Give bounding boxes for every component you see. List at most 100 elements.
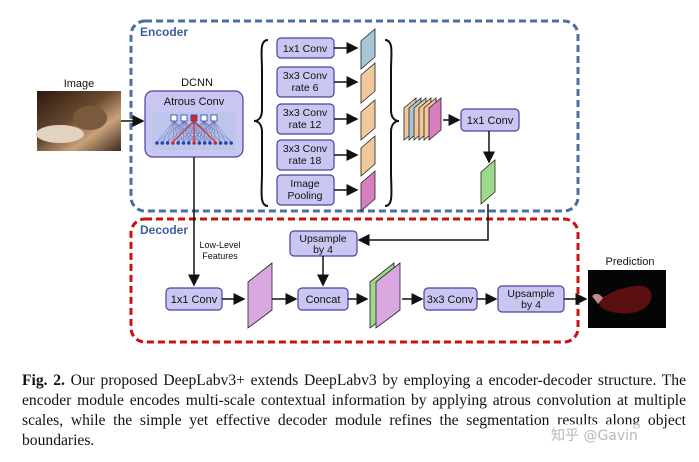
atrous-top-node-3: [200, 114, 208, 122]
branch-block-2: [360, 99, 376, 141]
decoder-frame: [129, 217, 580, 344]
atrous-edge: [167, 120, 175, 143]
atrous-edge: [183, 120, 211, 143]
input-image: [36, 91, 121, 151]
branch-line2-1: rate 6: [292, 82, 319, 94]
atrous-bottom-node-8: [197, 141, 202, 145]
atrous-kernel-graphic: [152, 112, 236, 150]
atrous-bottom-node-10: [208, 141, 212, 145]
prediction-label: Prediction: [606, 256, 655, 268]
atrous-edge: [183, 120, 195, 143]
right-brace: [384, 39, 400, 207]
image-label: Image: [64, 78, 95, 90]
atrous-edge: [204, 120, 215, 143]
atrous-edge: [162, 120, 185, 143]
upsample-bottom-line1: Upsample: [507, 288, 554, 300]
architecture-diagram: Encoder Decoder Image DCNN Atrous Conv 1…: [36, 19, 666, 344]
atrous-bottom-node-4: [176, 141, 180, 145]
encoder-1x1-conv-box: [460, 108, 520, 132]
left-brace: [253, 39, 269, 207]
atrous-top-node-0: [170, 114, 178, 122]
caption-text: Our proposed DeepLabv3+ extends DeepLabv…: [22, 372, 686, 449]
atrous-edge: [178, 120, 185, 143]
prediction-image: [588, 270, 666, 328]
atrous-edge: [183, 120, 195, 143]
atrous-top-node-4: [210, 114, 218, 122]
branch-line1-2: 3x3 Conv: [283, 107, 328, 119]
branch-block-4: [360, 170, 376, 212]
upsample-top-line2: by 4: [313, 244, 333, 256]
branch-line1-3: 3x3 Conv: [283, 143, 328, 155]
branch-block-1: [360, 62, 376, 104]
atrous-edge: [193, 120, 211, 143]
branch-line2-2: rate 12: [289, 119, 322, 131]
atrous-bottom-node-2: [165, 141, 170, 145]
atrous-edge: [167, 120, 185, 143]
upsample-bottom-line2: by 4: [521, 299, 541, 311]
encoder-feature-stack: [403, 97, 442, 141]
atrous-edge: [213, 120, 232, 143]
atrous-edge: [199, 120, 205, 143]
decoder-1x1-conv-label: 1x1 Conv: [171, 294, 218, 306]
atrous-edge: [173, 120, 179, 143]
atrous-edge: [172, 120, 175, 143]
atrous-bottom-node-5: [181, 141, 186, 145]
atrous-bottom-node-9: [202, 141, 207, 145]
low-level-line2: Features: [202, 251, 238, 261]
atrous-edge: [178, 120, 195, 143]
branch-line2-3: rate 18: [289, 155, 322, 167]
encoder-1x1-conv-label: 1x1 Conv: [467, 115, 514, 127]
low-level-feature-block: [247, 262, 273, 329]
branch-block-3: [360, 135, 376, 177]
atrous-edge: [203, 120, 221, 143]
atrous-edge: [183, 120, 185, 143]
atrous-edge: [203, 120, 227, 143]
atrous-bottom-node-11: [213, 141, 218, 145]
atrous-bottom-node-14: [229, 141, 233, 145]
atrous-bottom-node-6: [187, 141, 191, 145]
atrous-edge: [188, 120, 195, 143]
atrous-edge: [172, 120, 195, 143]
atrous-bottom-node-12: [218, 141, 223, 145]
atrous-edge: [156, 120, 175, 143]
atrous-edge: [188, 120, 205, 143]
atrous-edge: [188, 120, 215, 143]
atrous-edge: [199, 120, 215, 143]
atrous-top-node-2: [190, 114, 198, 122]
branch-line1-4: Image: [290, 178, 319, 190]
atrous-bottom-node-0: [155, 141, 159, 145]
atrous-edge: [162, 120, 175, 143]
atrous-edge: [193, 120, 216, 143]
decoder-feature-stack: [369, 262, 401, 329]
branch-line2-4: Pooling: [287, 190, 322, 202]
atrous-edge: [193, 120, 205, 143]
figure-caption: Fig. 2. Our proposed DeepLabv3+ extends …: [22, 371, 686, 451]
watermark: 知乎 @Gavin: [548, 424, 641, 446]
encoder-output-block: [480, 159, 496, 205]
atrous-edge: [193, 120, 221, 143]
branch-line1-0: 1x1 Conv: [283, 43, 328, 55]
upsample-top-line1: Upsample: [299, 233, 346, 245]
atrous-conv-label: Atrous Conv: [164, 96, 225, 108]
atrous-edge: [213, 120, 216, 143]
atrous-edge: [183, 120, 200, 143]
atrous-bottom-node-3: [171, 141, 175, 145]
atrous-edge: [213, 120, 227, 143]
atrous-bottom-node-13: [224, 141, 228, 145]
atrous-edge: [172, 120, 185, 143]
decoder-label: Decoder: [140, 223, 188, 237]
low-level-line1: Low-Level: [199, 240, 240, 250]
atrous-bottom-node-7: [192, 141, 196, 145]
atrous-edge: [167, 120, 195, 143]
branch-block-0: [360, 28, 376, 70]
atrous-edge: [209, 120, 215, 143]
atrous-edge: [173, 120, 200, 143]
atrous-edge: [173, 120, 184, 143]
atrous-edge: [156, 120, 185, 143]
dcnn-label: DCNN: [181, 77, 213, 89]
caption-label: Fig. 2.: [22, 372, 65, 389]
atrous-edge: [173, 120, 189, 143]
atrous-top-node-1: [180, 114, 188, 122]
atrous-bottom-node-1: [160, 141, 165, 145]
